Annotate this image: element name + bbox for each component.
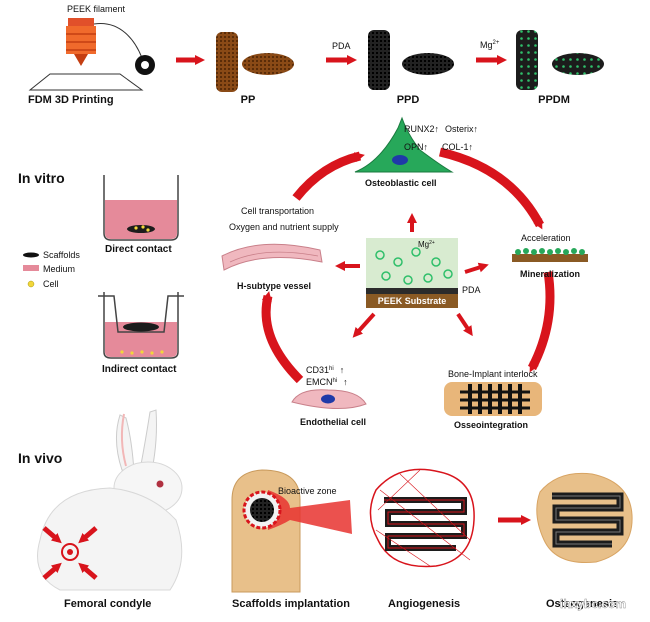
angio-zone xyxy=(369,468,475,568)
endothelial-cell: CD31hi↑ EMCNhi↑ Endothelial cell xyxy=(291,365,367,427)
ppdm-label: PPDM xyxy=(538,94,570,106)
arrow-mineral-to-osseo xyxy=(528,271,555,373)
arrow-center-lowright xyxy=(456,312,473,337)
direct-medium xyxy=(105,200,177,239)
legend-scaffold-swatch xyxy=(23,252,39,258)
direct-scaffold xyxy=(127,225,155,233)
angiogenesis xyxy=(369,468,475,568)
mineralization: Acceleration Mineralization xyxy=(512,233,588,279)
oxygen-label: Oxygen and nutrient supply xyxy=(229,222,339,232)
interlock-label: Bone-Implant interlock xyxy=(448,369,538,379)
printer-nozzle-top xyxy=(68,18,94,26)
mineral-substrate xyxy=(512,254,588,262)
rabbit-body xyxy=(37,487,183,591)
mineralization-label: Mineralization xyxy=(520,269,580,279)
legend-medium-swatch xyxy=(23,265,39,271)
cycle-arrows xyxy=(261,147,555,384)
osteo-cell-label: Osteoblastic cell xyxy=(365,178,437,188)
pda-layer xyxy=(366,288,458,294)
pp-label: PP xyxy=(241,94,256,106)
pp-disc xyxy=(242,53,294,75)
pp-group: PP xyxy=(216,32,294,106)
cd31-label: CD31hi↑ xyxy=(306,365,344,375)
osseo-label: Osseointegration xyxy=(454,420,528,430)
direct-label: Direct contact xyxy=(105,244,172,255)
vessel-shape xyxy=(221,243,323,271)
ppd-label: PPD xyxy=(397,94,420,106)
femoral-label: Femoral condyle xyxy=(64,598,151,610)
filament-line xyxy=(93,23,143,59)
pda-label: PDA xyxy=(332,41,351,51)
ppdm-disc xyxy=(552,53,604,75)
implant-scaffold xyxy=(250,498,274,522)
h-vessel: Cell transportation Oxygen and nutrient … xyxy=(221,206,339,291)
center-mg-label: Mg2+ xyxy=(418,240,435,249)
rabbit-ear-right xyxy=(139,409,157,471)
angio-label: Angiogenesis xyxy=(388,598,460,610)
bioactive-beam xyxy=(268,490,352,534)
arrow-center-lowleft xyxy=(352,312,376,338)
indirect-label: Indirect contact xyxy=(102,364,177,375)
legend-cell: Cell xyxy=(43,279,59,289)
endo-nucleus xyxy=(321,394,335,404)
fdm-printing-group: PEEK filament FDM 3D Printing xyxy=(28,4,155,106)
rabbit xyxy=(37,409,183,591)
runx2-label: RUNX2↑ xyxy=(404,124,439,134)
osteoblastic-cell: RUNX2↑ Osterix↑ OPN↑ COL-1↑ Osteoblastic… xyxy=(354,116,478,188)
invivo-title: In vivo xyxy=(18,450,62,466)
peek-center: Mg2+ PEEK Substrate PDA xyxy=(366,238,481,308)
peek-substrate-label: PEEK Substrate xyxy=(378,296,447,306)
ppdm-cylinder xyxy=(516,30,538,90)
endo-label: Endothelial cell xyxy=(300,417,366,427)
cell-transport-label: Cell transportation xyxy=(241,206,314,216)
fdm-label: FDM 3D Printing xyxy=(28,94,114,106)
ppd-disc xyxy=(402,53,454,75)
center-arrows xyxy=(335,213,489,338)
osseointegration: Bone-Implant interlock Osseointegration xyxy=(444,369,542,430)
peek-medium-zone xyxy=(366,238,458,296)
acceleration-label: Acceleration xyxy=(521,233,571,243)
build-plate xyxy=(28,73,144,91)
invitro-title: In vitro xyxy=(18,170,65,186)
watermark: ihxybc.com xyxy=(560,597,626,611)
target-arrows xyxy=(42,526,98,580)
implant-label: Scaffolds implantation xyxy=(232,598,350,610)
osteo-nucleus xyxy=(392,155,408,165)
legend-scaffolds: Scaffolds xyxy=(43,250,80,260)
printer-nozzle-tip xyxy=(74,54,88,66)
legend: Scaffolds Medium Cell xyxy=(23,250,80,289)
femur-implant: Bioactive zone xyxy=(231,469,352,593)
arrow-center-right xyxy=(464,262,489,274)
opn-label: OPN↑ xyxy=(404,142,428,152)
mg-label-top: Mg2+ xyxy=(480,40,500,50)
center-pda-label: PDA xyxy=(462,285,481,295)
ppd-cylinder xyxy=(368,30,390,90)
peek-substrate xyxy=(366,294,458,308)
transwell-insert xyxy=(98,295,184,333)
target-ring xyxy=(61,543,79,561)
osterix-label: Osterix↑ xyxy=(445,124,478,134)
filament-label: PEEK filament xyxy=(67,4,126,14)
arrow-endo-to-vessel xyxy=(261,291,304,384)
legend-cell-swatch xyxy=(27,280,35,288)
rabbit-eye xyxy=(156,480,164,488)
pp-cylinder xyxy=(216,32,238,92)
arrow-osteo-to-mineral xyxy=(438,147,544,230)
ppd-group: PPD xyxy=(368,30,454,106)
col1-label: COL-1↑ xyxy=(442,142,473,152)
indirect-medium xyxy=(105,322,177,357)
indirect-scaffold xyxy=(123,322,159,332)
ppdm-group: PPDM xyxy=(516,30,604,106)
legend-medium: Medium xyxy=(43,264,75,274)
emcn-label: EMCNhi↑ xyxy=(306,377,348,387)
direct-contact-beaker: Direct contact xyxy=(103,175,179,255)
osteo-label: Osteogenesis xyxy=(546,598,618,610)
osteogenesis xyxy=(536,472,633,564)
bioactive-label: Bioactive zone xyxy=(278,486,337,496)
indirect-contact-beaker: Indirect contact xyxy=(98,292,184,375)
vessel-label: H-subtype vessel xyxy=(237,281,311,291)
arrow-vessel-to-osteo xyxy=(292,151,365,201)
